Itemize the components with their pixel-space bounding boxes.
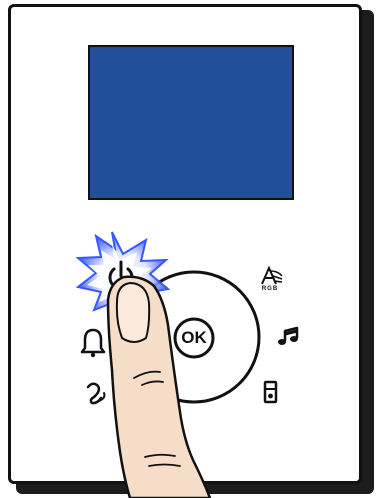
door-release-icon[interactable] (88, 384, 104, 403)
rgb-adjust-icon[interactable] (262, 268, 282, 284)
ok-button-label[interactable]: OK (176, 326, 212, 350)
intercom-icon[interactable] (265, 382, 276, 402)
bell-icon[interactable] (82, 330, 104, 357)
music-note-icon[interactable] (278, 328, 298, 345)
rgb-label: RGB (259, 286, 281, 292)
